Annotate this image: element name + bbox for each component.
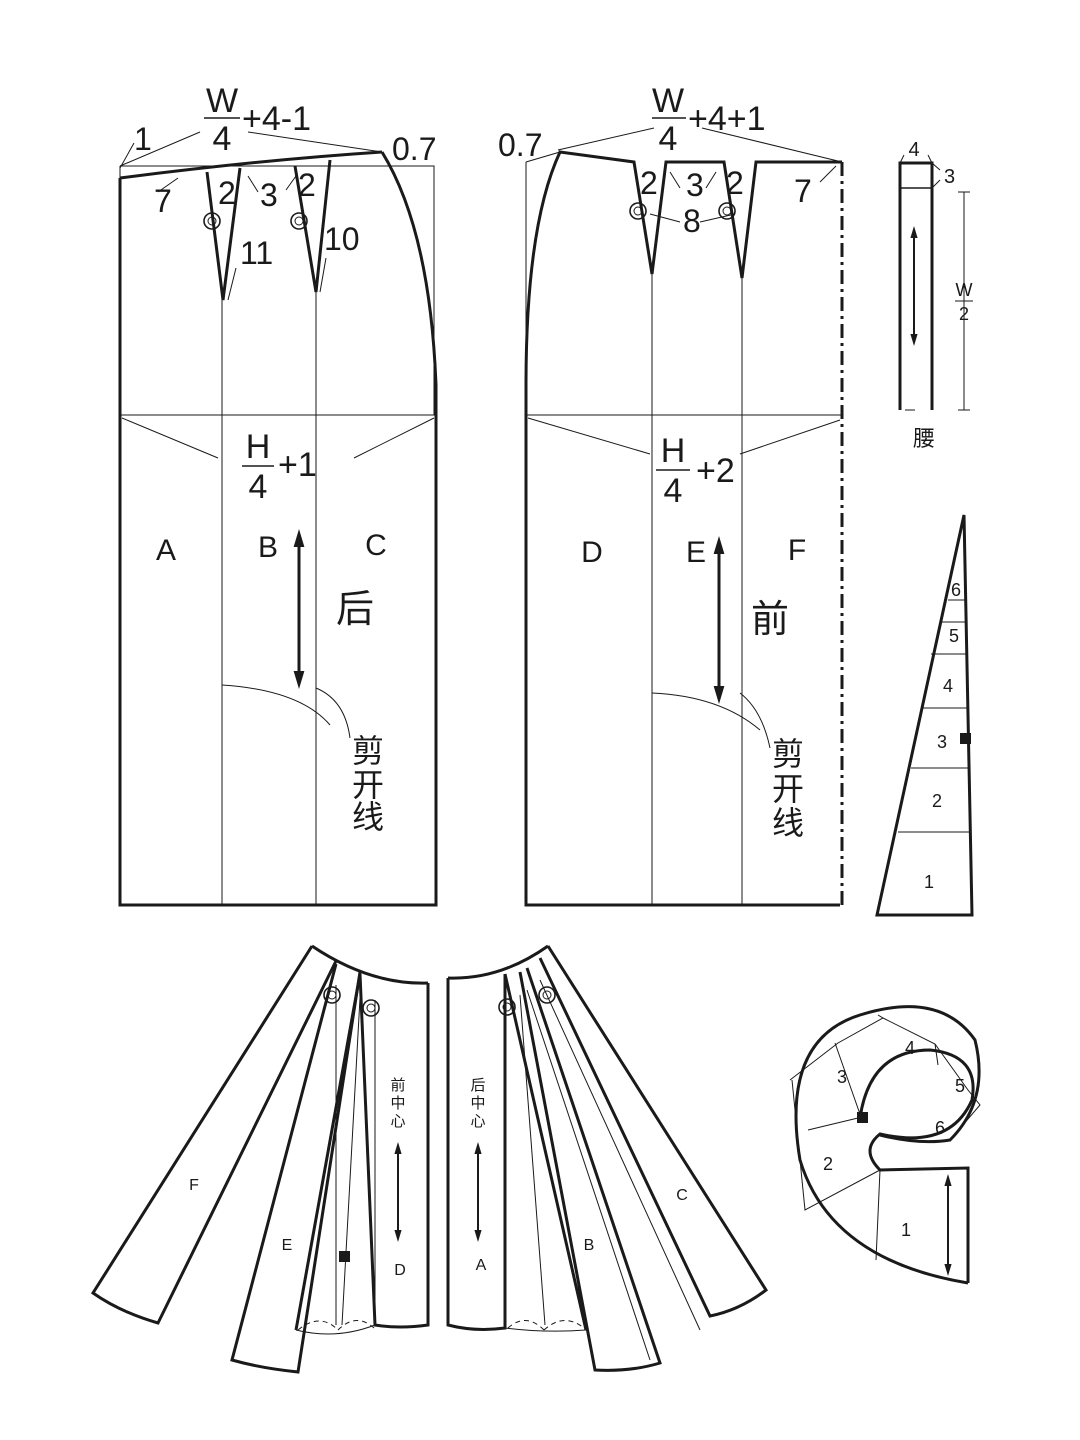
flared-front-section-e: E [282, 1237, 293, 1254]
front-dim-seg: 7 [794, 173, 812, 209]
button-mark-icon [718, 202, 736, 220]
back-dim-side-rise: 0.7 [392, 131, 436, 167]
flared-front-section-f: F [189, 1177, 199, 1194]
flared-front-skirt: F E D 前 中 心 [90, 944, 430, 1374]
notch-mark-icon [857, 1112, 868, 1123]
button-mark-icon [362, 999, 380, 1017]
button-mark-icon [498, 998, 516, 1016]
front-panel-label: 前 [751, 597, 789, 641]
waistband-overlap: 3 [944, 166, 955, 188]
front-hip-num: H [661, 432, 686, 470]
waistband-len-num: W [956, 280, 973, 300]
flared-front-center-3: 心 [390, 1112, 405, 1130]
back-panel-label: 后 [336, 587, 374, 631]
back-waist-num: W [206, 82, 238, 120]
back-dim-gap: 3 [260, 177, 278, 213]
flared-back-section-b: B [584, 1237, 595, 1254]
waistband-width: 4 [908, 139, 919, 161]
flared-back-center-2: 中 [470, 1094, 485, 1112]
button-mark-icon [203, 212, 221, 230]
back-dim-seg1: 7 [154, 183, 172, 219]
front-dim-gap: 3 [686, 167, 704, 203]
back-section-c: C [365, 529, 387, 562]
back-slash-label-3: 线 [352, 798, 384, 836]
flared-back-skirt: A B C 后 中 心 [446, 944, 769, 1372]
flared-back-center-3: 心 [470, 1112, 485, 1130]
button-mark-icon [538, 986, 556, 1004]
back-waist-den: 4 [213, 120, 232, 158]
back-waist-suffix: +4-1 [242, 100, 311, 138]
front-dim-dart-len: 8 [683, 203, 701, 239]
button-mark-icon [629, 202, 647, 220]
back-hip-num: H [246, 428, 271, 466]
flared-front-center-2: 中 [390, 1094, 405, 1112]
front-section-d: D [581, 536, 603, 569]
front-panel: W 4 +4+1 0.7 2 3 2 7 8 H 4 +2 D E F 前 剪 … [498, 82, 844, 907]
back-dim-dart2-len: 10 [324, 221, 360, 257]
spiral-seg-4: 4 [905, 1038, 915, 1058]
front-slash-label-1: 剪 [772, 735, 804, 773]
spiral-ruffle: 4 3 5 6 2 1 [789, 1005, 981, 1285]
front-waist-den: 4 [659, 120, 678, 158]
back-hip-den: 4 [249, 468, 268, 506]
waistband-len-den: 2 [959, 304, 969, 324]
flared-back-section-a: A [476, 1257, 487, 1274]
back-slash-label-1: 剪 [352, 732, 384, 770]
back-hip-suffix: +1 [278, 446, 317, 484]
flared-back-section-c: C [676, 1187, 688, 1204]
ruffle-strip: 6 5 4 3 2 1 [875, 514, 974, 917]
front-dim-dart1: 2 [640, 165, 658, 201]
ruffle-seg-3: 3 [937, 732, 947, 752]
front-slash-label-3: 线 [772, 804, 804, 842]
spiral-seg-2: 2 [823, 1154, 833, 1174]
back-dim-dart2: 2 [298, 167, 316, 203]
back-dim-top-left: 1 [134, 121, 152, 157]
ruffle-seg-2: 2 [932, 791, 942, 811]
back-section-b: B [258, 531, 278, 564]
front-section-e: E [686, 536, 706, 569]
spiral-seg-6: 6 [935, 1118, 945, 1138]
spiral-seg-5: 5 [955, 1076, 965, 1096]
waistband: 4 3 W 2 腰 [898, 139, 973, 452]
front-dim-dart2: 2 [726, 165, 744, 201]
front-slash-label-2: 开 [772, 770, 804, 808]
notch-mark-icon [339, 1251, 350, 1262]
back-dim-dart1-len: 11 [240, 235, 273, 271]
button-mark-icon [290, 212, 308, 230]
front-hip-suffix: +2 [696, 452, 735, 490]
ruffle-seg-4: 4 [943, 676, 953, 696]
flared-back-center-1: 后 [470, 1076, 485, 1094]
front-waist-num: W [652, 82, 684, 120]
ruffle-seg-6: 6 [951, 580, 961, 600]
ruffle-seg-5: 5 [949, 626, 959, 646]
back-dim-dart1: 2 [218, 175, 236, 211]
spiral-seg-1: 1 [901, 1220, 911, 1240]
front-dim-side-rise: 0.7 [498, 127, 542, 163]
back-panel: W 4 +4-1 1 0.7 7 2 3 2 11 10 H 4 +1 A B … [118, 82, 438, 907]
spiral-seg-3: 3 [837, 1067, 847, 1087]
front-section-f: F [788, 534, 806, 567]
flared-front-section-d: D [394, 1262, 406, 1279]
flared-front-center-1: 前 [390, 1076, 405, 1094]
front-waist-suffix: +4+1 [688, 100, 766, 138]
front-hip-den: 4 [664, 472, 683, 510]
notch-mark-icon [960, 733, 971, 744]
button-mark-icon [323, 986, 341, 1004]
back-slash-label-2: 开 [352, 766, 384, 804]
waistband-label: 腰 [913, 427, 935, 452]
ruffle-seg-1: 1 [924, 872, 934, 892]
back-section-a: A [156, 534, 176, 567]
